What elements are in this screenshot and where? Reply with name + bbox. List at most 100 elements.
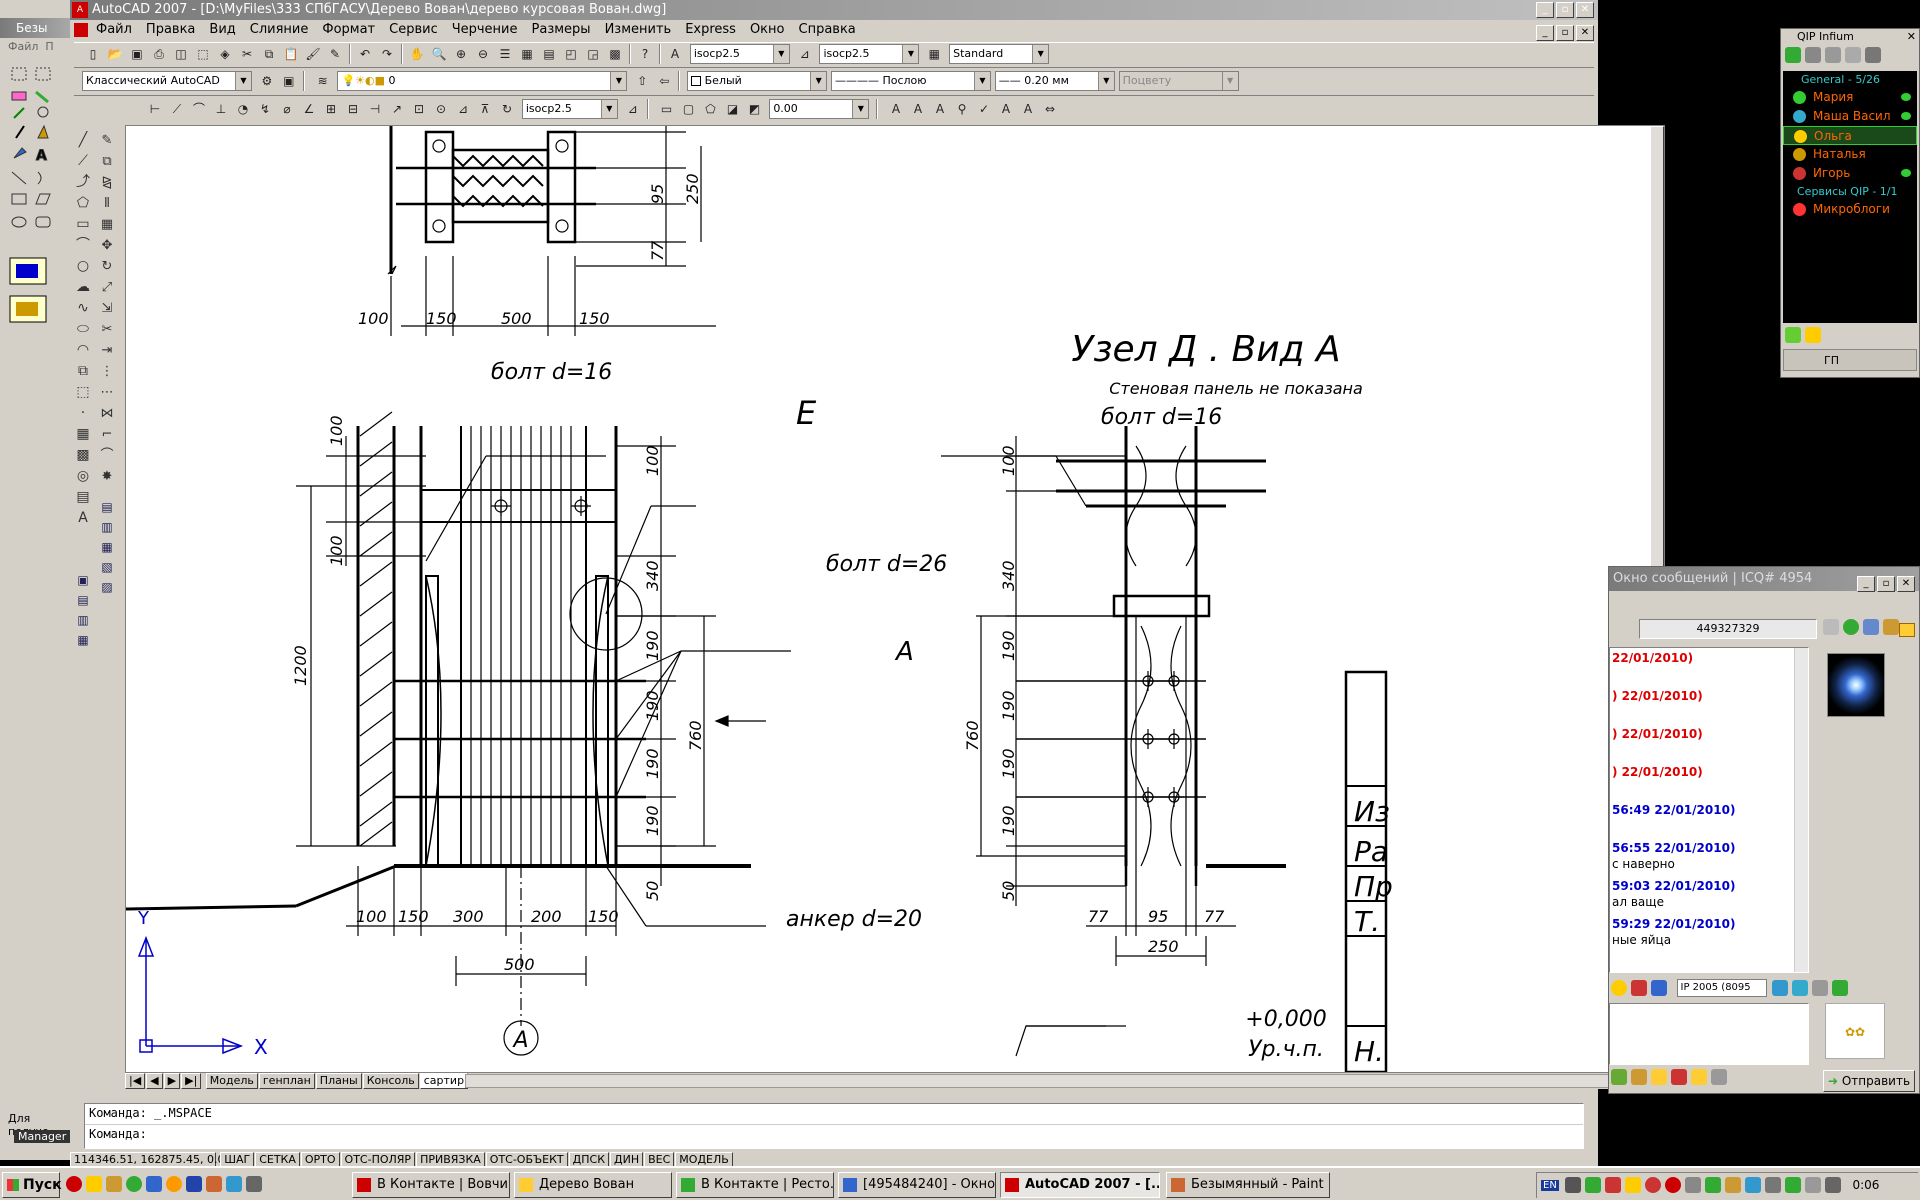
layout-tab-2[interactable]: Планы (315, 1073, 362, 1089)
viewport-clip-icon[interactable]: ◩ (748, 102, 761, 116)
taskbar-button-5[interactable]: Безымянный - Paint (1166, 1172, 1330, 1198)
menu-item-3[interactable]: Слияние (249, 22, 309, 37)
qleader-icon[interactable]: ↗ (391, 102, 403, 116)
scaletext-icon[interactable]: A (1023, 102, 1033, 116)
dim-diameter-icon[interactable]: ⌀ (283, 102, 291, 116)
msg-input[interactable] (1609, 1003, 1809, 1065)
dim-ordinate-icon[interactable]: ⊥ (215, 102, 227, 116)
qip-contact-0[interactable]: Мария (1783, 88, 1917, 107)
explorer-icon[interactable] (106, 1176, 122, 1192)
msg-calendar-icon[interactable] (1631, 980, 1647, 996)
publish-icon[interactable]: ⬚ (197, 47, 209, 61)
rotate-icon[interactable]: ↻ (101, 259, 113, 274)
opera-icon[interactable] (66, 1176, 82, 1192)
fillet-icon[interactable]: ⌒ (100, 448, 114, 463)
qip-quick-icon[interactable] (86, 1176, 102, 1192)
3d-publish-icon[interactable]: ◈ (220, 47, 230, 61)
msg-send-button[interactable]: ➜ Отправить (1823, 1070, 1915, 1092)
taskbar-button-0[interactable]: В Контакте | Вовчи... (352, 1172, 510, 1198)
tray-power-icon[interactable] (1804, 1177, 1821, 1193)
msg-quote-icon[interactable] (1631, 1069, 1647, 1085)
dim-arc-icon[interactable]: ⌒ (192, 102, 205, 116)
designcenter-icon[interactable]: ▦ (521, 47, 533, 61)
doc-icon[interactable] (74, 23, 88, 37)
menu-item-10[interactable]: Окно (749, 22, 785, 37)
msg-close-button[interactable]: ✕ (1897, 576, 1915, 592)
msg-history-scroll[interactable] (1794, 648, 1808, 972)
tray-sound-icon[interactable] (1684, 1177, 1701, 1193)
chamfer-icon[interactable]: ⌐ (101, 427, 113, 442)
dimstyle-manager-icon[interactable]: ⊿ (627, 102, 638, 116)
insert-block-icon[interactable]: ⧉ (78, 363, 88, 379)
zoom-window-icon[interactable]: ⊕ (455, 47, 467, 61)
layout-template-icon[interactable]: ▤ (77, 593, 89, 607)
tray-update-icon[interactable] (1644, 1177, 1661, 1193)
tray-monitor-icon[interactable] (1744, 1177, 1761, 1193)
menu-item-11[interactable]: Справка (798, 22, 856, 37)
clock[interactable]: 0:06 (1852, 1178, 1880, 1192)
pline-icon[interactable]: ⤴ (76, 174, 90, 190)
tray-antivirus-icon[interactable] (1584, 1177, 1601, 1193)
dtext-icon[interactable]: A (913, 102, 923, 116)
lineweight-select[interactable]: —— 0.20 мм▼ (994, 71, 1115, 91)
paint-quick-icon[interactable] (206, 1176, 222, 1192)
tray-opera-icon[interactable] (1664, 1177, 1681, 1193)
ellipse-icon[interactable]: ⬭ (77, 321, 89, 337)
dim-jogged-icon[interactable]: ↯ (259, 102, 271, 116)
qip-settings-icon[interactable] (1865, 47, 1881, 63)
table-icon[interactable]: ▤ (76, 489, 90, 505)
save-icon[interactable]: ▣ (131, 47, 143, 61)
msg-file-icon[interactable] (1832, 980, 1848, 996)
chrome-icon[interactable] (126, 1176, 142, 1192)
paint-menu-file[interactable]: Файл (8, 40, 39, 53)
help-icon[interactable]: ? (641, 47, 649, 61)
vports-icon[interactable]: ▦ (77, 633, 89, 647)
tray-safely-remove-icon[interactable] (1784, 1177, 1801, 1193)
dimstyle-select[interactable]: isocp2.5▼ (521, 99, 618, 119)
hatch-icon[interactable]: ▦ (76, 426, 90, 442)
array-icon[interactable]: ▦ (100, 217, 114, 232)
menu-item-9[interactable]: Express (685, 22, 736, 37)
circle-icon[interactable]: ○ (76, 258, 90, 274)
media-icon[interactable] (226, 1176, 242, 1192)
lang-indicator[interactable]: EN (1541, 1179, 1559, 1191)
viewport-single-icon[interactable]: ▢ (682, 102, 695, 116)
ellipse-arc-icon[interactable]: ◠ (76, 342, 90, 358)
qip-contacts-icon[interactable] (1785, 47, 1801, 63)
offset-icon[interactable]: ⫴ (104, 196, 110, 211)
center-mark-icon[interactable]: ⊙ (435, 102, 447, 116)
msg-minimize-button[interactable]: _ (1857, 576, 1875, 592)
menu-item-8[interactable]: Изменить (604, 22, 672, 37)
send-under-icon[interactable]: ▨ (101, 580, 113, 594)
taskbar-button-4[interactable]: AutoCAD 2007 - [... (1000, 1172, 1160, 1198)
status-toggle-2[interactable]: ОРТО (300, 1152, 340, 1168)
paste-icon[interactable]: 📋 (283, 47, 299, 61)
tray-torrent-icon[interactable] (1704, 1177, 1721, 1193)
msg-titlebar[interactable]: Окно сообщений | ICQ# 4954 _▫✕ (1609, 567, 1919, 592)
menu-item-6[interactable]: Черчение (451, 22, 518, 37)
dim-update-icon[interactable]: ↻ (501, 102, 513, 116)
layer-manager-icon[interactable]: ≋ (317, 74, 328, 88)
paint-menu-p[interactable]: П (45, 40, 54, 53)
msg-history-icon[interactable] (1883, 619, 1899, 635)
msg-folder2-icon[interactable] (1691, 1069, 1707, 1085)
msg-online-icon[interactable] (1843, 619, 1859, 635)
break-point-icon[interactable]: ⋮ (100, 364, 114, 379)
spell-icon[interactable]: ✓ (978, 102, 989, 116)
tray-shield-icon[interactable] (1604, 1177, 1621, 1193)
revcloud-icon[interactable]: ☁ (76, 279, 90, 295)
tab-prev-icon[interactable]: ◀ (146, 1073, 163, 1089)
taskbar-button-3[interactable]: [495484240] - Окно... (838, 1172, 996, 1198)
dim-continue-icon[interactable]: ⊣ (369, 102, 381, 116)
cut-icon[interactable]: ✂ (241, 47, 253, 61)
plotstyle-select[interactable]: Поцвету▼ (1118, 71, 1239, 91)
tab-first-icon[interactable]: |◀ (125, 1073, 146, 1089)
msg-save-icon[interactable] (1651, 980, 1667, 996)
scale-icon[interactable]: ⤢ (101, 280, 113, 295)
layer-current-icon[interactable]: ⇧ (637, 74, 648, 88)
color-select[interactable]: Белый▼ (687, 71, 828, 91)
autocad-titlebar[interactable]: A AutoCAD 2007 - [D:\MyFiles\333 СПбГАСУ… (70, 0, 1598, 20)
viewport-icon[interactable]: ▭ (660, 102, 673, 116)
qip-close-icon[interactable]: ✕ (1906, 30, 1916, 43)
mtext-icon[interactable]: A (891, 102, 901, 116)
